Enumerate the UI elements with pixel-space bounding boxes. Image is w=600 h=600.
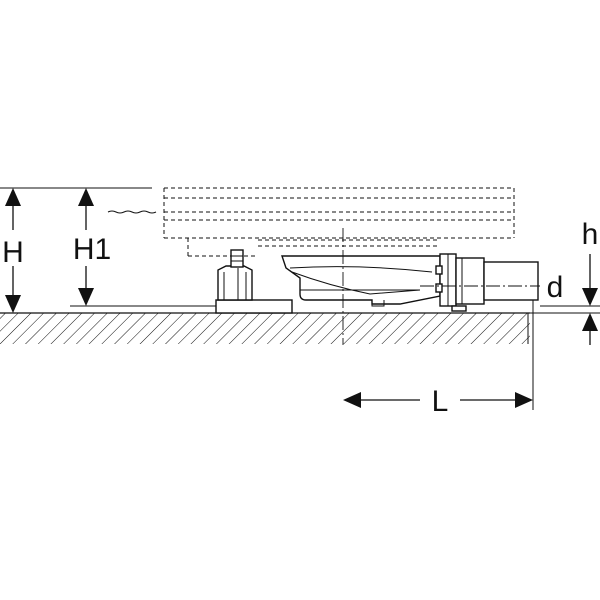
label-h: h <box>582 218 599 251</box>
label-L: L <box>432 385 449 418</box>
dimension-h-total: H <box>0 188 28 313</box>
dimension-l: L <box>343 300 534 418</box>
adjustable-foot <box>215 249 293 314</box>
label-H: H <box>2 236 24 269</box>
drain-body <box>281 253 539 312</box>
dimension-h-small: h <box>582 218 599 345</box>
center-lines <box>342 228 540 345</box>
dimension-d: d <box>547 271 564 304</box>
label-H1: H1 <box>73 233 111 266</box>
floor-layers <box>163 187 515 257</box>
floor <box>0 312 530 344</box>
dimension-h1: H1 <box>68 188 118 306</box>
reference-lines <box>0 187 600 314</box>
label-d: d <box>547 271 564 304</box>
